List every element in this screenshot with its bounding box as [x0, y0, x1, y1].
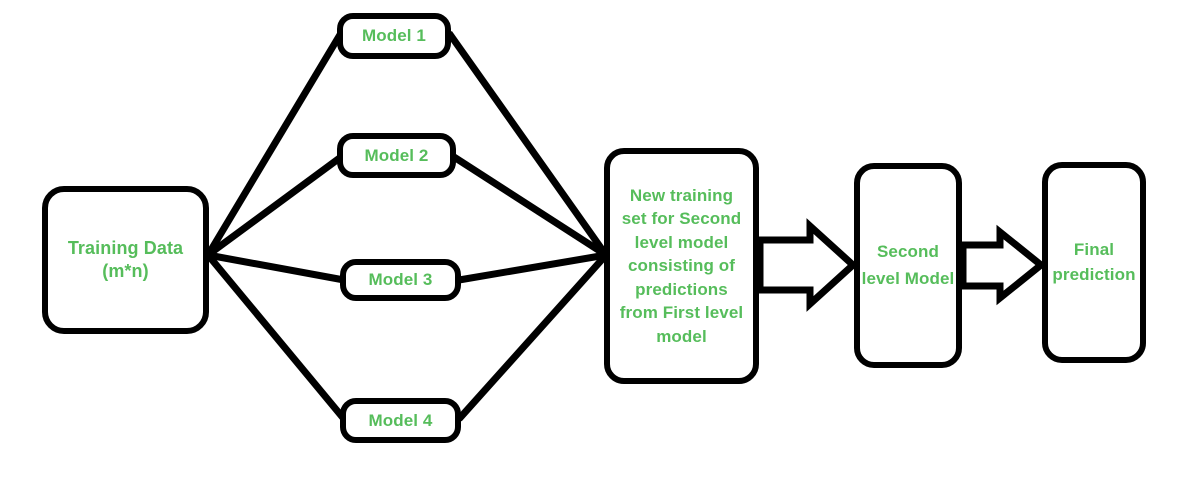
edge-training-data-to-model-4 — [205, 252, 347, 422]
node-new-training-set-label: New training set for Second level model … — [619, 185, 744, 346]
node-model-2[interactable]: Model 2 — [337, 133, 456, 178]
node-final-prediction-label: Final prediction — [1052, 239, 1136, 284]
node-model-3-label: Model 3 — [368, 270, 433, 290]
node-model-4[interactable]: Model 4 — [340, 398, 461, 443]
edge-model-1-to-new-training-set — [446, 30, 609, 258]
node-model-4-label: Model 4 — [368, 410, 433, 430]
node-second-level-model-label: Second level Model — [861, 242, 955, 288]
node-model-1[interactable]: Model 1 — [337, 13, 451, 59]
edge-training-data-to-model-1 — [204, 31, 345, 257]
edge-training-data-to-model-2 — [205, 154, 344, 258]
arrow-second-level-model-to-final-prediction — [959, 224, 1047, 306]
node-training-data[interactable]: Training Data (m*n) — [42, 186, 209, 334]
node-new-training-set[interactable]: New training set for Second level model … — [604, 148, 759, 384]
node-model-1-label: Model 1 — [362, 26, 426, 46]
node-model-2-label: Model 2 — [364, 145, 429, 165]
node-training-data-label: Training Data (m*n) — [67, 237, 184, 281]
edge-model-4-to-new-training-set — [456, 252, 609, 422]
node-final-prediction[interactable]: Final prediction — [1042, 162, 1146, 363]
node-second-level-model[interactable]: Second level Model — [854, 163, 962, 368]
edge-model-2-to-new-training-set — [452, 154, 608, 258]
arrow-new-training-set-to-second-level-model — [756, 218, 859, 312]
edge-training-data-to-model-3 — [207, 251, 345, 284]
edge-model-3-to-new-training-set — [458, 251, 607, 284]
node-model-3[interactable]: Model 3 — [340, 259, 461, 301]
